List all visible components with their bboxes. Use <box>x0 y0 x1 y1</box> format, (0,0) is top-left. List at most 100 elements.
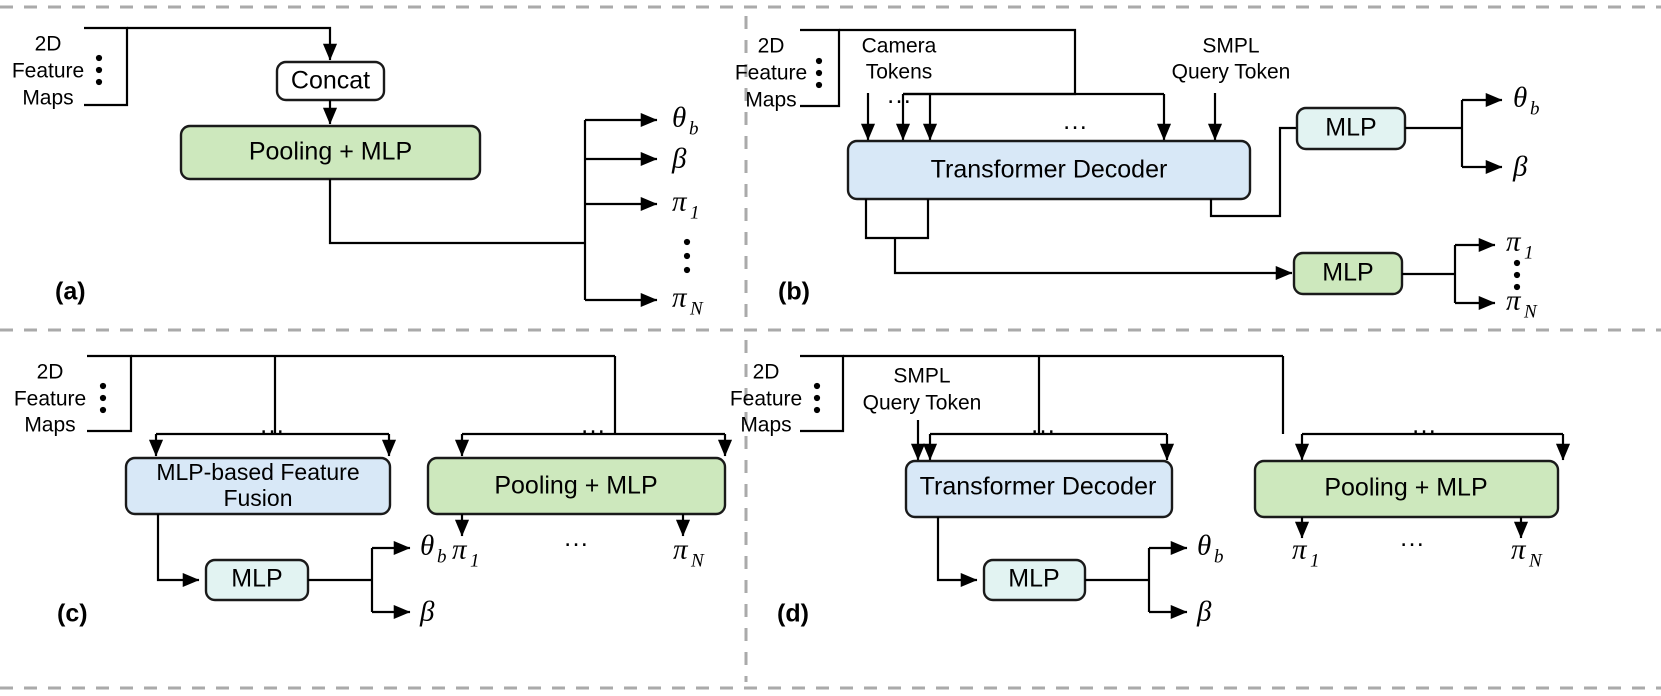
panel-b-theta-subscript: b <box>1530 98 1540 119</box>
panel-d-beta-output: β <box>1196 596 1212 628</box>
panel-c-pooling-mlp-box[interactable] <box>426 456 727 516</box>
panel-c: 2D Feature Maps ··· ··· MLP-based Featur… <box>14 354 733 628</box>
panel-d-pi1-symbol: π <box>1292 534 1308 566</box>
panel-d-feature-label: Feature <box>730 388 802 411</box>
panel-a-pi-N-output: π N <box>672 282 704 320</box>
panel-c-piN-subscript: N <box>690 550 705 571</box>
panel-a-pi1-subscript: 1 <box>690 202 700 223</box>
panel-c-pi1-symbol: π <box>452 534 468 566</box>
panel-c-feature-maps-bracket <box>87 354 133 433</box>
panel-d-piN-symbol: π <box>1511 534 1527 566</box>
panel-c-mlp-fusion-box[interactable] <box>124 456 392 516</box>
panel-d-theta-subscript: b <box>1214 546 1224 567</box>
panel-b-beta-output: β <box>1512 151 1528 183</box>
panel-a-feature-label: Feature <box>12 60 84 83</box>
panel-c-mlp-fusion-label-line2: Fusion <box>223 485 292 511</box>
panel-d-feature-maps-bracket <box>800 354 845 433</box>
panel-b-camera-label: Camera <box>862 35 937 58</box>
panel-c-maps-label: Maps <box>24 414 75 437</box>
panel-b-feature-maps-bracket <box>800 28 841 108</box>
panel-a-label: (a) <box>55 278 86 306</box>
panel-c-theta-subscript: b <box>437 546 447 567</box>
panel-a: 2D Feature Maps Concat Pooling + MLP θ b <box>12 26 704 320</box>
panel-b-pi1-symbol: π <box>1506 226 1522 258</box>
panel-b-decoder-bottom-stub <box>864 199 930 240</box>
panel-d-right-ellipsis: ··· <box>1412 417 1437 445</box>
panel-b-theta-symbol: θ <box>1513 82 1527 114</box>
panel-d-decoder-to-mlp-arrow <box>936 517 978 588</box>
panel-b-piN-subscript: N <box>1523 301 1538 322</box>
panel-b-label: (b) <box>778 278 810 306</box>
panel-a-piN-symbol: π <box>672 282 688 314</box>
panel-d-label: (d) <box>777 600 809 628</box>
panel-a-theta-b-output: θ b <box>672 102 699 140</box>
panel-b-feature-vdots-icon <box>815 57 823 89</box>
panel-a-maps-label: Maps <box>22 87 73 110</box>
panel-c-feature-2d-label: 2D <box>37 361 64 384</box>
panel-b-smpl-label: SMPL <box>1202 35 1259 58</box>
panel-c-left-ellipsis: ··· <box>260 417 285 445</box>
panel-c-right-ellipsis: ··· <box>581 417 606 445</box>
panel-c-mlp-fusion-label-line1: MLP-based Feature <box>156 459 359 485</box>
panel-b-decoder-to-smpl-mlp-line <box>1209 126 1297 218</box>
panel-b-feature-2d-label: 2D <box>758 35 785 58</box>
panel-c-theta-symbol: θ <box>420 530 434 562</box>
panel-a-beta-output: β <box>671 143 687 175</box>
panel-d-feature-vdots-icon <box>813 382 821 414</box>
panel-b-pi-1-output: π 1 <box>1506 226 1534 264</box>
panel-c-fusion-to-mlp-arrow <box>156 514 200 588</box>
panel-d-theta-symbol: θ <box>1197 530 1211 562</box>
panel-b-pi1-subscript: 1 <box>1524 242 1534 263</box>
panel-b-maps-label: Maps <box>745 89 796 112</box>
panel-b-mlp-camera-label: MLP <box>1322 259 1373 287</box>
panel-c-piN-symbol: π <box>673 534 689 566</box>
panel-b-mlp-smpl-label: MLP <box>1325 114 1376 142</box>
panel-a-concat-label: Concat <box>291 67 370 95</box>
panel-d-feature-2d-label: 2D <box>753 361 780 384</box>
panel-b-piN-symbol: π <box>1506 285 1522 317</box>
panel-b-theta-b-output: θ b <box>1513 82 1540 120</box>
panel-d-pi1-subscript: 1 <box>1310 550 1320 571</box>
panel-a-piN-subscript: N <box>689 298 704 319</box>
panel-b-output-vdots-icon <box>1513 259 1521 291</box>
panel-c-pi-N-output: π N <box>673 534 705 572</box>
panel-a-theta-subscript: b <box>689 118 699 139</box>
panel-c-output-ellipsis: ··· <box>564 530 589 558</box>
panel-d-query-token-label: Query Token <box>863 392 982 415</box>
panel-c-beta-output: β <box>419 596 435 628</box>
panel-b-transformer-decoder-box[interactable] <box>846 139 1252 201</box>
panel-a-feature-vdots-icon <box>95 54 103 86</box>
panel-b-feature-label: Feature <box>735 62 807 85</box>
panel-d-theta-b-output: θ b <box>1197 530 1224 568</box>
panel-a-pooling-mlp-label: Pooling + MLP <box>249 138 412 166</box>
panel-d-pooling-mlp-label: Pooling + MLP <box>1324 474 1487 502</box>
panel-d-transformer-decoder-box[interactable] <box>904 459 1174 519</box>
panel-d: 2D Feature Maps SMPL Query Token ··· ···… <box>730 354 1571 628</box>
panel-a-featuremaps-to-concat-arrow <box>127 26 338 61</box>
panel-c-pooling-mlp-label: Pooling + MLP <box>494 472 657 500</box>
panel-c-pi1-subscript: 1 <box>470 550 480 571</box>
panel-d-maps-label: Maps <box>740 414 791 437</box>
panel-c-label: (c) <box>57 600 88 628</box>
panel-d-pi-N-output: π N <box>1511 534 1543 572</box>
panel-b-pi-N-output: π N <box>1506 285 1538 323</box>
panel-a-theta-symbol: θ <box>672 102 686 134</box>
panel-b-tokens-label: Tokens <box>866 61 933 84</box>
panel-d-left-ellipsis: ··· <box>1031 417 1056 445</box>
panel-c-feature-label: Feature <box>14 388 86 411</box>
panel-a-feature-maps-bracket <box>84 26 129 107</box>
panel-c-pi-1-output: π 1 <box>452 534 480 572</box>
panel-b-camera-tokens-ellipsis: ··· <box>887 87 912 115</box>
panel-d-pooling-mlp-box[interactable] <box>1253 459 1560 519</box>
panel-b-transformer-decoder-label: Transformer Decoder <box>931 156 1168 184</box>
panel-c-theta-b-output: θ b <box>420 530 447 568</box>
panel-c-mlp-label: MLP <box>231 565 282 593</box>
panel-b-decoder-to-camera-mlp-arrow <box>893 238 1293 281</box>
panel-d-mlp-label: MLP <box>1008 565 1059 593</box>
panel-d-transformer-decoder-label: Transformer Decoder <box>920 473 1157 501</box>
panel-a-feature-2d-label: 2D <box>35 33 62 56</box>
panel-a-output-vdots-icon <box>683 238 691 274</box>
panel-b-query-token-label: Query Token <box>1172 61 1291 84</box>
